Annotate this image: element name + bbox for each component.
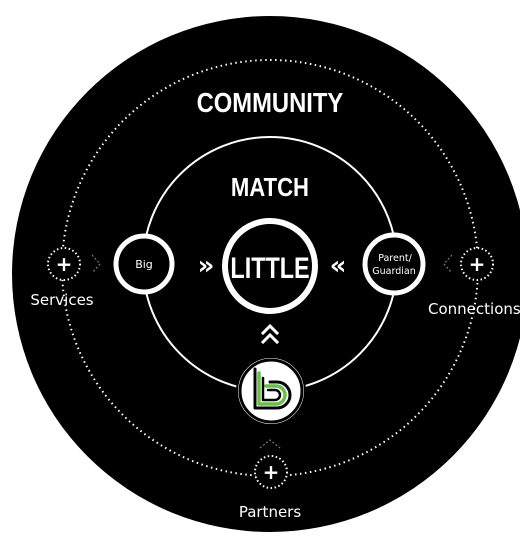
big-node xyxy=(113,233,175,295)
little-node xyxy=(222,218,318,314)
services-connector xyxy=(91,254,101,274)
little-label: LITTLE xyxy=(230,251,309,284)
community-title: COMMUNITY xyxy=(197,86,344,118)
connections-label: Connections xyxy=(428,300,520,318)
svg-text:+: + xyxy=(56,252,73,276)
services-plus-icon[interactable]: + xyxy=(47,247,81,281)
partners-connector xyxy=(259,439,281,449)
parent-label-line2: Guardian xyxy=(372,266,415,277)
connections-connector xyxy=(443,254,453,274)
svg-text:+: + xyxy=(263,460,280,484)
svg-text:+: + xyxy=(469,252,486,276)
match-title: MATCH xyxy=(231,173,309,202)
connections-plus-icon[interactable]: + xyxy=(460,247,494,281)
up-double-arrow xyxy=(260,323,280,345)
parent-label-line1: Parent/ xyxy=(378,253,412,264)
parent-guardian-node xyxy=(362,232,426,296)
big-label: Big xyxy=(135,258,153,271)
services-label: Services xyxy=(30,291,93,309)
right-double-arrow: » xyxy=(198,251,215,281)
partners-plus-icon[interactable]: + xyxy=(254,455,288,489)
left-double-arrow: « xyxy=(330,251,347,281)
bbbs-logo-icon xyxy=(253,367,292,410)
partners-label: Partners xyxy=(239,503,302,521)
